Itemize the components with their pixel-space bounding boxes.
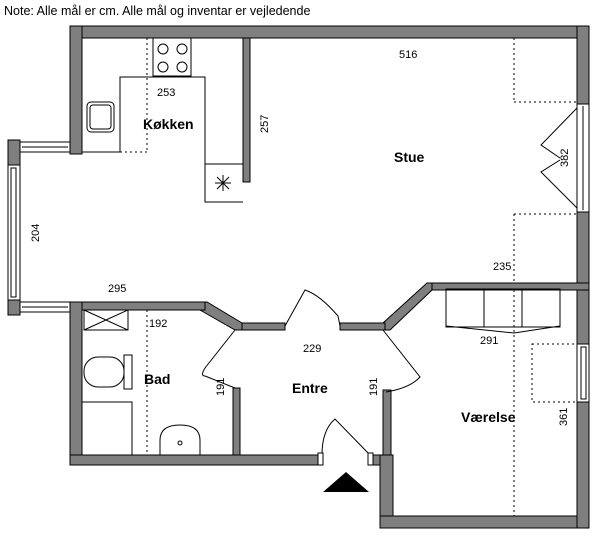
dim-hall-left: 204 bbox=[30, 224, 42, 242]
dim-living-right: 382 bbox=[559, 149, 571, 167]
kitchen-fixtures bbox=[82, 37, 243, 203]
dim-entry-depth: 191 bbox=[368, 378, 380, 396]
room-label-bedroom: Værelse bbox=[461, 409, 516, 425]
bath-fixtures bbox=[82, 309, 236, 456]
windows bbox=[7, 103, 590, 403]
bedroom-fixtures bbox=[445, 288, 578, 516]
dim-kitchen-depth: 257 bbox=[259, 115, 271, 133]
room-label-entry: Entre bbox=[292, 380, 328, 396]
doors[interactable] bbox=[284, 289, 421, 466]
room-label-kitchen: Køkken bbox=[143, 116, 194, 132]
room-label-living: Stue bbox=[394, 149, 425, 165]
dim-bath-width: 192 bbox=[149, 318, 167, 330]
walls bbox=[7, 25, 590, 529]
dim-bath-depth: 191 bbox=[215, 378, 227, 396]
dim-bedroom-width: 291 bbox=[480, 335, 498, 347]
dim-bedroom-depth: 361 bbox=[558, 408, 570, 426]
dim-hall-width: 295 bbox=[108, 283, 126, 295]
room-label-bath: Bad bbox=[144, 371, 170, 387]
entry-door[interactable] bbox=[284, 289, 341, 327]
dim-living-lower: 235 bbox=[493, 261, 511, 273]
living-guides bbox=[513, 38, 578, 283]
dim-kitchen-width: 253 bbox=[157, 87, 175, 99]
bedroom-door[interactable] bbox=[382, 329, 421, 393]
front-door[interactable] bbox=[321, 418, 371, 456]
dim-entry-width: 229 bbox=[303, 343, 321, 355]
floorplan-note: Note: Alle mål er cm. Alle mål og invent… bbox=[4, 4, 311, 18]
entrance-arrow-icon bbox=[323, 472, 369, 492]
dim-living-width: 516 bbox=[399, 49, 417, 61]
